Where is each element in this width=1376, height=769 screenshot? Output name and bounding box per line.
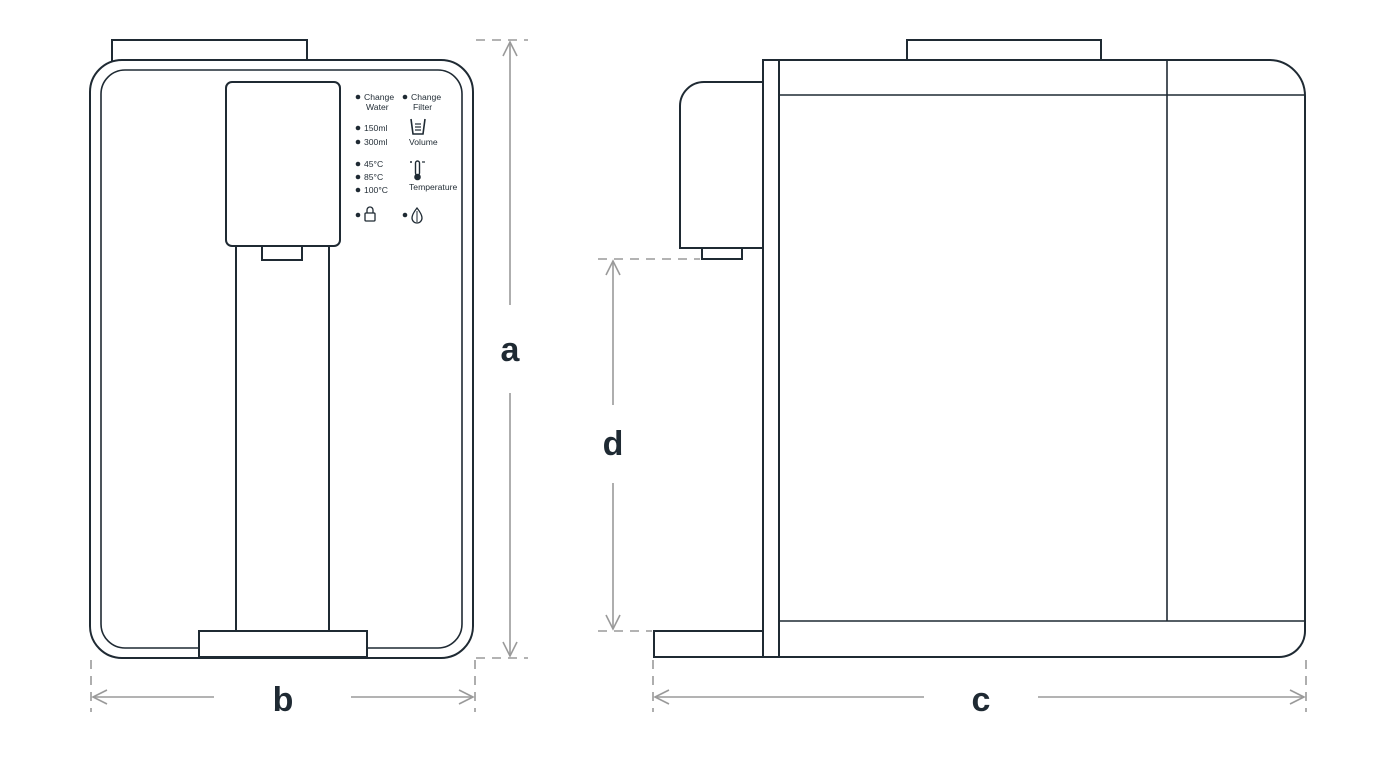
change-water-label-2: Water: [366, 102, 389, 112]
temp-45-indicator: [355, 161, 361, 167]
dimension-d-label: d: [603, 425, 624, 463]
change-filter-label-1: Change: [411, 92, 441, 102]
side-main-body: [778, 59, 1306, 658]
dimension-b: b: [90, 660, 476, 719]
volume-label: Volume: [409, 137, 438, 147]
dimension-b-arrow-right: [458, 689, 475, 705]
volume-300-indicator: [355, 139, 361, 145]
dimension-c-arrow-right: [1289, 689, 1306, 705]
side-view: [653, 39, 1306, 658]
thermometer-icon: [410, 160, 425, 181]
dimension-b-label: b: [273, 681, 294, 719]
dimension-a-label: a: [501, 331, 521, 369]
lock-indicator: [355, 212, 361, 218]
temp-100-label: 100°C: [364, 185, 388, 195]
volume-150-label: 150ml: [364, 123, 387, 133]
change-water-indicator: [355, 94, 361, 100]
dimension-d: d: [598, 258, 700, 632]
lock-icon: [364, 206, 376, 222]
dimension-c: c: [652, 660, 1307, 719]
front-top-handle: [111, 39, 308, 63]
dimension-a-arrow-top: [502, 40, 518, 57]
side-nozzle: [701, 247, 743, 260]
side-dispenser-head: [679, 81, 765, 249]
volume-150-indicator: [355, 125, 361, 131]
temp-85-label: 85°C: [364, 172, 383, 182]
temp-85-indicator: [355, 174, 361, 180]
front-column: [235, 245, 330, 633]
change-water-label-1: Change: [364, 92, 394, 102]
side-drip-tray: [653, 630, 765, 658]
volume-300-label: 300ml: [364, 137, 387, 147]
dimension-d-arrow-top: [605, 259, 621, 276]
volume-cup-icon: [410, 118, 426, 135]
change-filter-indicator: [402, 94, 408, 100]
temp-100-indicator: [355, 187, 361, 193]
temperature-label: Temperature: [409, 182, 457, 192]
dimension-c-label: c: [972, 681, 991, 719]
dimension-a-arrow-bottom: [502, 641, 518, 658]
control-panel: Change Water Change Filter 150ml 300ml V…: [355, 92, 457, 224]
front-nozzle: [261, 245, 303, 261]
dimension-a: a: [476, 39, 528, 659]
side-top-handle: [906, 39, 1102, 61]
water-drop-icon: [411, 206, 423, 224]
side-front-panel: [762, 59, 780, 658]
dimension-b-arrow-left: [91, 689, 108, 705]
front-view: Change Water Change Filter 150ml 300ml V…: [89, 39, 474, 659]
front-dispenser-head: [225, 81, 341, 247]
water-drop-indicator: [402, 212, 408, 218]
dimension-d-arrow-bottom: [605, 614, 621, 631]
temp-45-label: 45°C: [364, 159, 383, 169]
change-filter-label-2: Filter: [413, 102, 432, 112]
dimension-c-arrow-left: [653, 689, 670, 705]
front-drip-tray: [198, 630, 368, 658]
